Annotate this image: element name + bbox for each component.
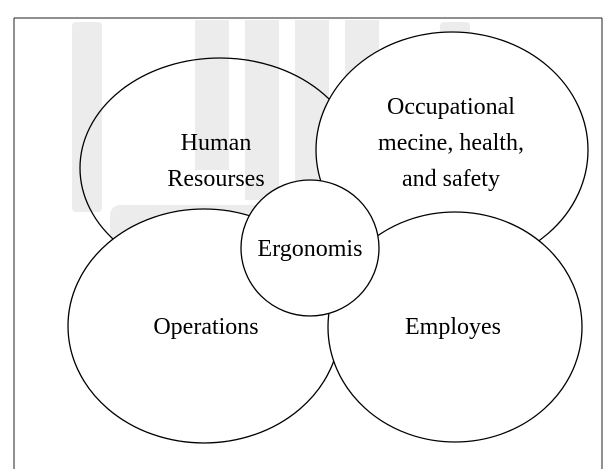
operations-label: Operations bbox=[153, 314, 258, 340]
occupational-label-line-2: mecine, health, bbox=[378, 130, 524, 156]
ergonomis-label: Ergonomis bbox=[258, 236, 363, 262]
human-resources-label-line-2: Resourses bbox=[167, 166, 264, 192]
employes-circle bbox=[327, 211, 583, 443]
occupational-label-line-3: and safety bbox=[402, 166, 500, 192]
occupational-label-line-1: Occupational bbox=[387, 94, 515, 120]
ergonomis-circle bbox=[240, 179, 380, 317]
human-resources-label-line-1: Human bbox=[181, 130, 252, 156]
employes-label: Employes bbox=[405, 314, 501, 340]
page-frame bbox=[13, 17, 603, 469]
